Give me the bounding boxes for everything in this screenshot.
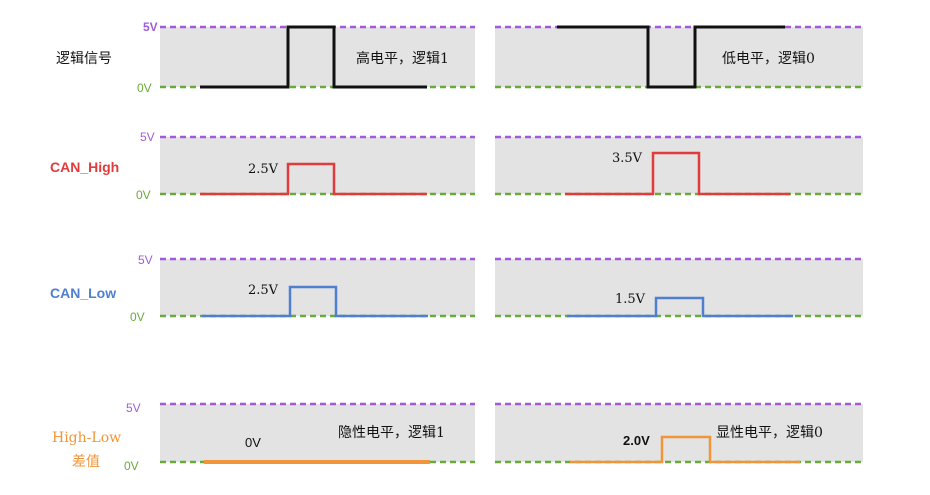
row-label-can-low: CAN_Low — [50, 285, 116, 301]
panel-diff-left — [160, 404, 475, 462]
panel-can-high-left — [160, 137, 475, 194]
row-label-diff-line2: 差值 — [72, 454, 100, 470]
diff-recessive-value: 0V — [245, 435, 261, 450]
five-volt-label: 5V — [138, 253, 153, 267]
can-low-dominant-pulse — [567, 296, 793, 318]
logic-high-pulse — [200, 25, 427, 89]
can-low-recessive-value: 2.5V — [248, 283, 279, 298]
five-volt-label: 5V — [140, 130, 155, 144]
panel-can-high-right — [495, 137, 863, 194]
row-label-logic: 逻辑信号 — [56, 51, 112, 67]
five-volt-label: 5V — [143, 20, 158, 34]
logic-low-text: 低电平，逻辑0 — [722, 51, 815, 67]
zero-volt-label: 0V — [124, 459, 139, 473]
panel-diff-right — [495, 404, 863, 462]
logic-high-text: 高电平，逻辑1 — [356, 50, 449, 67]
logic-low-pulse — [557, 25, 785, 89]
row-can-low: CAN_Low 5V 0V 2.5V 1.5V — [50, 253, 863, 324]
can-low-recessive-pulse — [202, 285, 428, 318]
diff-dominant-text: 显性电平，逻辑0 — [716, 425, 823, 441]
can-low-dominant-value: 1.5V — [615, 292, 646, 307]
panel-can-low-right — [495, 259, 863, 316]
diff-dominant-value: 2.0V — [623, 433, 650, 448]
zero-volt-label: 0V — [130, 310, 145, 324]
row-label-can-high: CAN_High — [50, 159, 119, 175]
diff-dominant-pulse — [570, 435, 800, 464]
row-difference: High-Low 差值 5V 0V 0V 隐性电平，逻辑1 2.0V 显性电平，… — [52, 401, 863, 473]
panel-logic-left — [160, 27, 475, 87]
row-logic-signal: 逻辑信号 5V 0V 高电平，逻辑1 低电平，逻辑0 — [56, 20, 863, 95]
row-label-diff-line1: High-Low — [52, 430, 121, 446]
can-high-recessive-value: 2.5V — [248, 162, 279, 177]
diff-recessive-text: 隐性电平，逻辑1 — [338, 425, 445, 441]
can-high-dominant-pulse — [565, 151, 790, 196]
zero-volt-label: 0V — [137, 81, 152, 95]
panel-logic-right — [495, 27, 863, 87]
can-high-dominant-value: 3.5V — [612, 151, 643, 166]
row-can-high: CAN_High 5V 0V 2.5V 3.5V — [50, 130, 863, 202]
zero-volt-label: 0V — [136, 188, 151, 202]
five-volt-label: 5V — [126, 401, 141, 415]
can-high-recessive-pulse — [200, 162, 427, 196]
